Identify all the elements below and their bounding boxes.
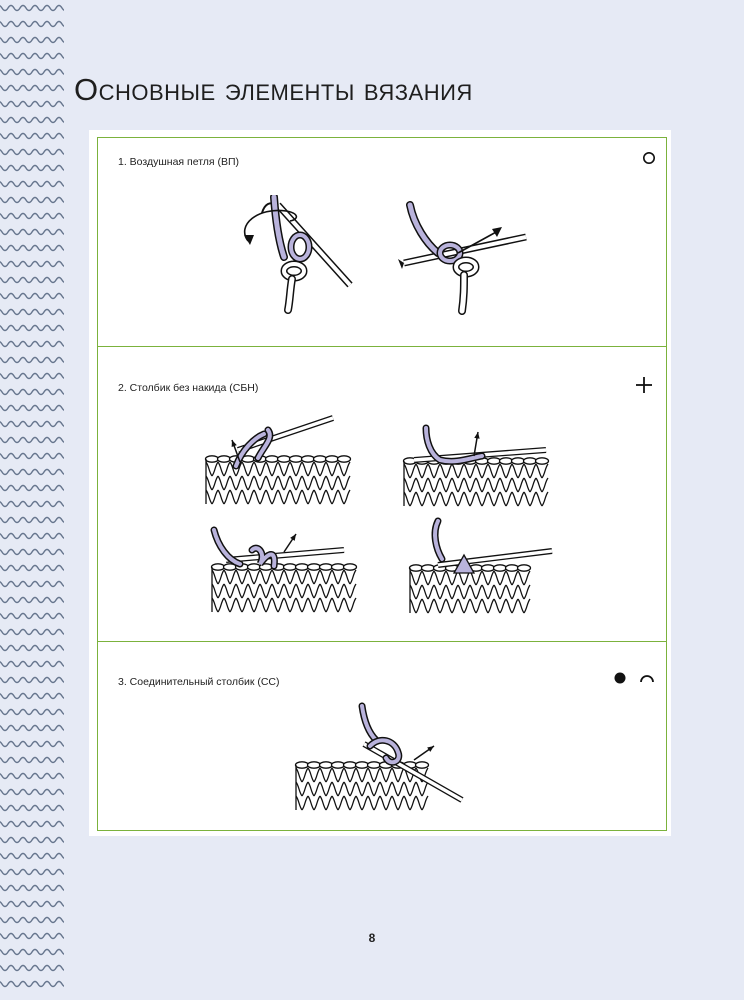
chain-stitch-symbol-icon (643, 152, 655, 164)
single-crochet-illustration-1 (204, 415, 352, 505)
single-crochet-illustration-4 (408, 517, 553, 614)
chain-stitch-illustration-2 (398, 201, 527, 315)
single-crochet-symbol-icon (636, 377, 652, 393)
section-1-label: 1. Воздушная петля (ВП) (118, 156, 240, 168)
section-2-label: 2. Столбик без накида (СБН) (118, 382, 259, 394)
section-3-label: 3. Соединительный столбик (СС) (118, 676, 280, 688)
content-panel (89, 130, 671, 836)
slip-stitch-symbol-icon (614, 672, 654, 684)
wave-pattern-decoration (0, 4, 64, 988)
chain-stitch-illustration-1 (243, 195, 353, 314)
section-divider (97, 641, 667, 642)
stitch-frame (97, 137, 667, 831)
single-crochet-illustration-2 (402, 424, 550, 507)
page-number: 8 (368, 931, 376, 945)
slip-stitch-illustration (294, 702, 464, 811)
page-title: Основные элементы вязания (74, 72, 473, 107)
section-divider (97, 346, 667, 347)
single-crochet-illustration-3 (210, 526, 358, 613)
